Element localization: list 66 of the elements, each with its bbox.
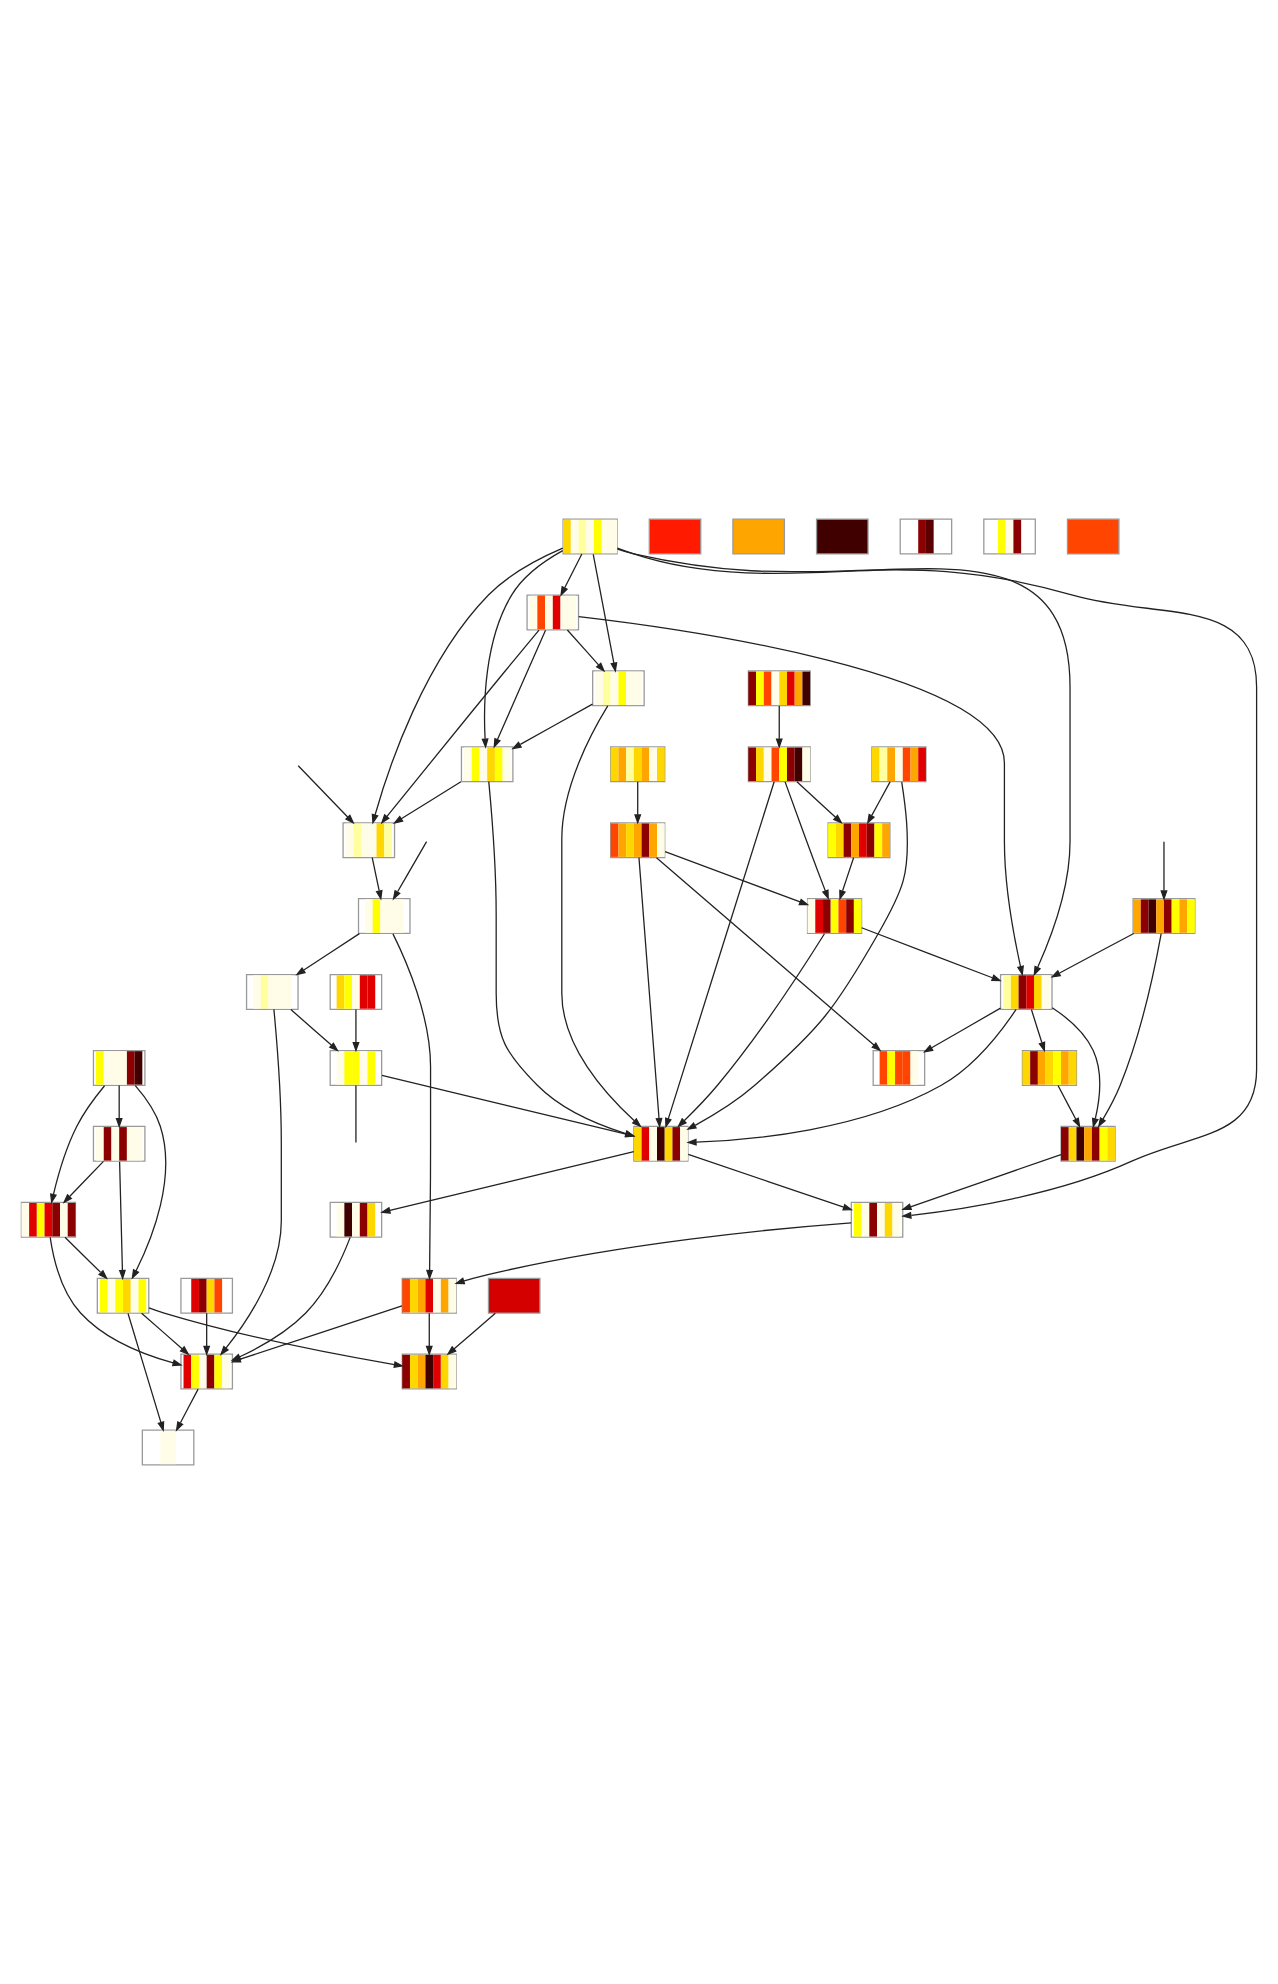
connector xyxy=(355,1084,357,1144)
arrow xyxy=(687,1153,854,1211)
arrow xyxy=(290,1008,339,1052)
arrow xyxy=(1097,932,1162,1128)
arrow xyxy=(49,1236,183,1367)
arrow xyxy=(616,547,1071,977)
arrow xyxy=(616,548,1258,1219)
arrow xyxy=(1051,1007,1101,1129)
arrow xyxy=(371,857,383,901)
arrow xyxy=(64,1236,108,1280)
arrow xyxy=(686,781,909,1131)
node-box xyxy=(487,1277,541,1314)
node-box xyxy=(815,518,869,555)
arrow xyxy=(62,1160,105,1204)
arrow xyxy=(175,1388,199,1432)
arrow xyxy=(352,1008,360,1053)
arrow xyxy=(115,1084,123,1129)
arrow xyxy=(1160,841,1168,901)
arrow xyxy=(131,1085,167,1280)
arrow xyxy=(203,1312,211,1356)
arrow xyxy=(677,933,826,1128)
arrow xyxy=(380,629,540,825)
arrow xyxy=(686,1008,1017,1146)
arrow xyxy=(392,841,428,901)
arrow xyxy=(839,857,855,901)
arrow xyxy=(655,857,882,1052)
node-box xyxy=(648,518,702,555)
arrow xyxy=(371,547,564,825)
arrow xyxy=(866,781,891,825)
arrow xyxy=(493,629,547,749)
arrow xyxy=(922,1007,1002,1053)
arrow xyxy=(638,857,663,1129)
arrow xyxy=(578,615,1024,977)
arrow xyxy=(392,781,462,824)
arrow xyxy=(561,705,642,1128)
arrow xyxy=(481,549,564,749)
arrow xyxy=(861,927,1002,982)
node-box xyxy=(732,518,786,555)
arrow xyxy=(148,1307,405,1369)
arrow xyxy=(784,781,829,901)
arrow xyxy=(446,1312,496,1356)
arrow xyxy=(592,553,618,673)
arrow xyxy=(295,933,361,976)
arrow xyxy=(796,781,843,824)
arrow xyxy=(566,629,606,673)
arrow xyxy=(560,553,583,597)
arrow xyxy=(454,1222,852,1285)
arrow xyxy=(127,1312,165,1432)
arrow xyxy=(1057,1084,1081,1129)
arrow xyxy=(665,781,775,1129)
arrow xyxy=(634,781,642,825)
arrow xyxy=(50,1085,106,1205)
arrow xyxy=(392,933,434,1281)
arrow xyxy=(511,703,594,750)
arrow xyxy=(118,1161,127,1281)
arrow xyxy=(1030,1008,1046,1053)
arrow xyxy=(901,1153,1062,1211)
arrow xyxy=(664,851,810,906)
arrow xyxy=(297,765,355,825)
node-box xyxy=(1066,518,1120,555)
arrow xyxy=(219,1008,282,1356)
arrow xyxy=(425,1312,433,1356)
arrow xyxy=(775,705,783,749)
arrow xyxy=(140,1312,190,1356)
arrow xyxy=(380,1150,635,1214)
arrow xyxy=(1050,932,1135,978)
